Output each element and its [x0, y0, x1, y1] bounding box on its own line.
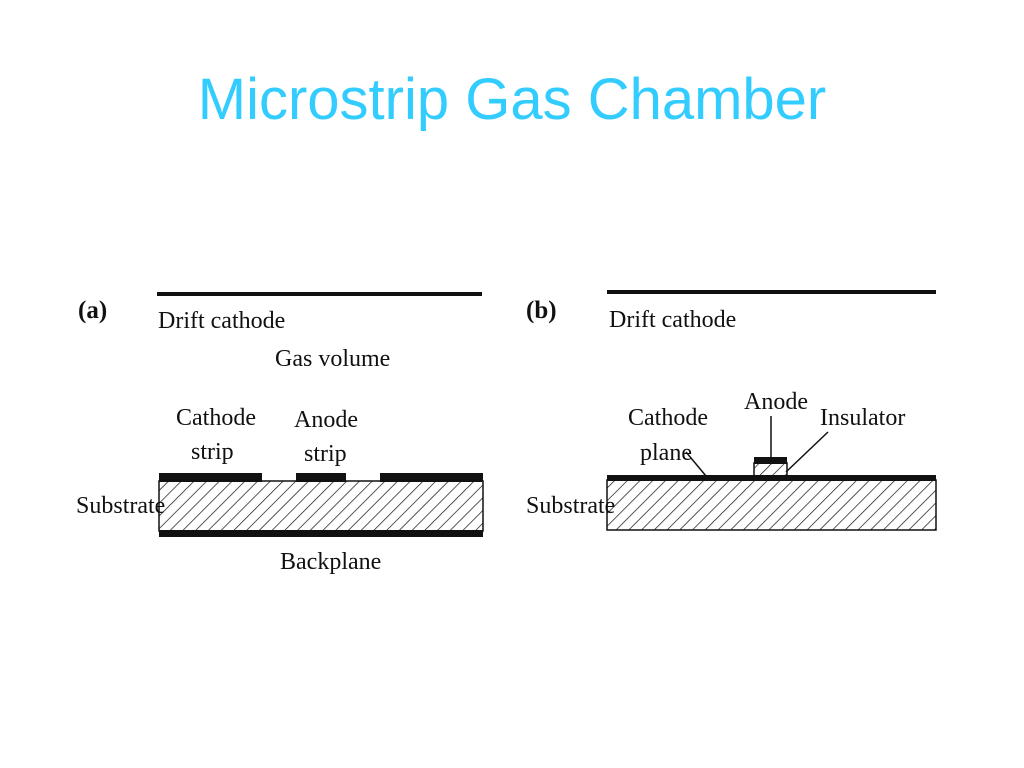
cathode-plane-leader-line: [685, 451, 707, 477]
slide-title: Microstrip Gas Chamber: [197, 67, 827, 132]
panel-label-b: (b): [526, 297, 557, 324]
cathode-plane-label-line1: Cathode: [628, 405, 708, 431]
drift-cathode-line-b: [607, 290, 936, 294]
drift-cathode-label-a: Drift cathode: [158, 308, 285, 334]
substrate-a: [158, 480, 484, 532]
cathode-plane: [607, 475, 936, 481]
substrate-b: [606, 479, 937, 531]
diagram-b: (b) Drift cathode Anode Insulator Cathod…: [526, 290, 937, 531]
panel-label-a: (a): [78, 297, 107, 324]
anode-strip: [296, 473, 346, 482]
cathode-plane-label-line2: plane: [640, 440, 692, 466]
cathode-strip-label-line2: strip: [191, 439, 234, 465]
insulator-block: [753, 462, 788, 477]
insulator-leader-line: [785, 431, 829, 473]
diagram-a: (a) Drift cathode Gas volume Cathode str…: [76, 292, 484, 575]
substrate-label-b: Substrate: [526, 493, 615, 519]
anode-label-b: Anode: [744, 389, 808, 415]
anode-strip-label-line1: Anode: [294, 407, 358, 433]
insulator-label: Insulator: [820, 405, 905, 431]
cathode-strip-right: [380, 473, 483, 482]
backplane-label: Backplane: [280, 549, 381, 575]
anode-strip-b: [754, 457, 787, 464]
anode-strip-label-line2: strip: [304, 441, 347, 467]
drift-cathode-label-b: Drift cathode: [609, 307, 736, 333]
drift-cathode-line-a: [157, 292, 482, 296]
backplane-a: [159, 530, 483, 537]
gas-volume-label: Gas volume: [275, 346, 390, 372]
substrate-label-a: Substrate: [76, 493, 165, 519]
cathode-strip-label-line1: Cathode: [176, 405, 256, 431]
cathode-strip-left: [159, 473, 262, 482]
